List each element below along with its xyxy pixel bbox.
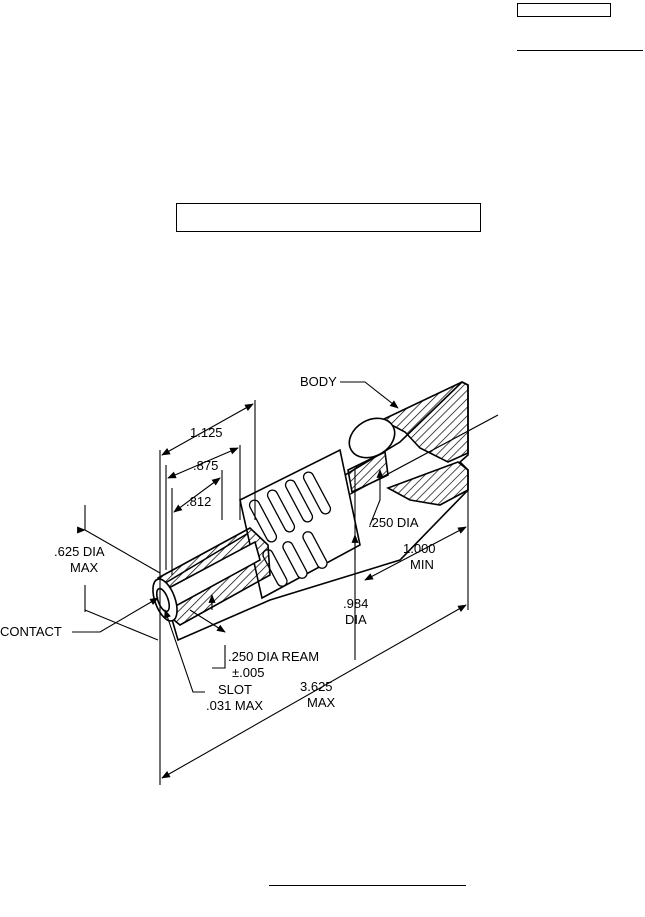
label-ream: .250 DIA REAM — [228, 649, 319, 664]
label-tolerance: ±.005 — [232, 665, 264, 680]
label-625-dia: .625 DIA — [54, 544, 105, 559]
collar-slots — [248, 471, 332, 587]
label-984: .984 — [343, 596, 368, 611]
label-875: .875 — [193, 458, 218, 473]
header-rule — [517, 50, 643, 51]
figure-title-box — [176, 203, 481, 232]
label-1000: 1.000 — [403, 541, 436, 556]
label-812: .812 — [186, 494, 211, 509]
label-250-dia: .250 DIA — [368, 515, 419, 530]
label-slot-max: .031 MAX — [206, 698, 263, 713]
inner-hatch — [347, 450, 389, 494]
label-625-max: MAX — [70, 560, 99, 575]
footer-rule — [269, 885, 466, 886]
dimension-labels: BODY 1.125 .875 .812 .625 DIA MAX CONTAC… — [0, 374, 436, 713]
label-body: BODY — [300, 374, 337, 389]
label-3625-max: MAX — [307, 695, 336, 710]
label-slot: SLOT — [218, 682, 252, 697]
label-min: MIN — [410, 557, 434, 572]
label-1125: 1.125 — [190, 425, 223, 440]
header-box — [517, 3, 611, 17]
part-geometry — [152, 381, 499, 642]
label-3625: 3.625 — [300, 679, 333, 694]
dimension-lines — [72, 381, 469, 785]
label-984-dia: DIA — [345, 612, 367, 627]
label-contact: CONTACT — [0, 624, 62, 639]
